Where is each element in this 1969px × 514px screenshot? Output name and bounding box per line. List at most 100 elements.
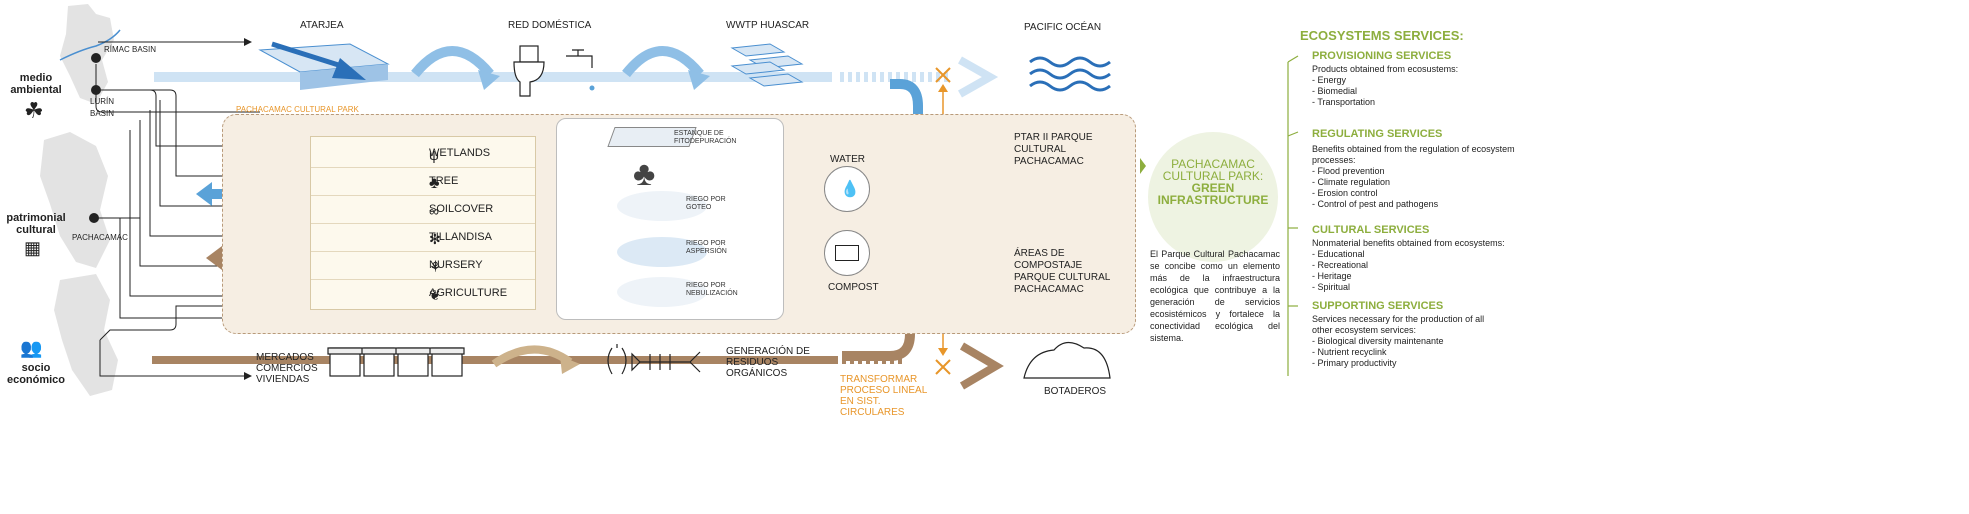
irrigation-box: ♣ xyxy=(556,118,784,320)
botaderos-chevron xyxy=(959,342,1004,390)
wetlands-icon: ψ xyxy=(429,147,439,163)
eco-item: - Climate regulation xyxy=(1312,177,1391,187)
label-riego-nebulizacion: RIEGO POR NEBULIZACIÓN xyxy=(686,282,738,297)
vegetation-label: NURSERY xyxy=(429,259,483,271)
soilcover-icon: ∞ xyxy=(429,203,439,219)
fish-bone-icon xyxy=(631,351,701,373)
map-silhouette-bottom xyxy=(54,274,118,396)
heritage-blocks-icon: ▦ xyxy=(24,238,42,258)
label-medio-ambiental: medio ambiental xyxy=(10,72,62,96)
label-riego-aspersion: RIEGO POR ASPERSIÓN xyxy=(686,240,727,255)
waves-icon xyxy=(1029,56,1111,92)
label-water: WATER xyxy=(830,154,865,165)
label-rimac-basin: RÍMAC BASIN xyxy=(104,45,157,54)
tree-drip-icon: ♣ xyxy=(633,155,656,193)
water-flow-dashed xyxy=(840,72,948,82)
provisioning-head: PROVISIONING SERVICES xyxy=(1312,50,1452,62)
compost-circle xyxy=(824,230,870,276)
vegetation-row: ψ WETLANDS xyxy=(311,139,535,168)
park-description: El Parque Cultural Pachacamac se concibe… xyxy=(1150,249,1280,343)
label-compost: COMPOST xyxy=(828,282,879,293)
eco-item: - Educational xyxy=(1312,249,1365,259)
label-lurin-basin: LURÍN BASIN xyxy=(90,97,115,118)
vegetation-row: ⚘ NURSERY xyxy=(311,251,535,280)
supporting-head: SUPPORTING SERVICES xyxy=(1312,300,1444,312)
gc-line-3: GREEN xyxy=(1191,181,1235,195)
label-estanque: ESTANQUE DE FITODEPURACIÓN xyxy=(674,130,737,145)
eco-item: - Heritage xyxy=(1312,271,1352,281)
label-mercados: MERCADOS COMERCIOS VIVIENDAS xyxy=(256,352,318,385)
tillandsia-icon: ✻ xyxy=(429,231,441,247)
drip-ground-icon xyxy=(617,191,707,221)
eco-item: - Erosion control xyxy=(1312,188,1378,198)
eco-item: - Primary productivity xyxy=(1312,358,1397,368)
vegetation-table: ψ WETLANDS ♣ TREE ∞ SOILCOVER ✻ TILLANDI… xyxy=(310,136,536,310)
tree-icon: ♣ xyxy=(429,175,440,192)
compost-bin-icon xyxy=(835,245,859,261)
label-transformar: TRANSFORMAR PROCESO LINEAL EN SIST. CIRC… xyxy=(840,374,927,418)
label-atarjea: ATARJEA xyxy=(300,20,344,31)
label-ocean: PACIFIC OCÉAN xyxy=(1024,22,1102,33)
water-circle: 💧 xyxy=(824,166,870,212)
label-areas-compostaje: ÁREAS DE COMPOSTAJE PARQUE CULTURAL PACH… xyxy=(1014,248,1110,295)
vegetation-label: TILLANDISA xyxy=(429,231,492,243)
gc-line-2: CULTURAL PARK: xyxy=(1162,169,1264,183)
eco-item: - Nutrient recyclink xyxy=(1312,347,1387,357)
green-infrastructure-circle: PACHACAMAC CULTURAL PARK: GREEN INFRASTR… xyxy=(1148,132,1278,262)
label-generacion: GENERACIÓN DE RESIDUOS ORGÁNICOS xyxy=(726,346,810,379)
leaf-icon: ☘ xyxy=(24,98,44,123)
label-socio-economico: socio económico xyxy=(6,362,66,386)
market-stalls-icon xyxy=(327,347,465,377)
pachacamac-dot xyxy=(89,213,99,223)
nebulizer-icon xyxy=(617,277,707,307)
eco-item: - Control of pest and pathogens xyxy=(1312,199,1439,209)
lurin-dot xyxy=(91,85,101,95)
regulating-head: REGULATING SERVICES xyxy=(1312,128,1443,140)
green-chevron xyxy=(1140,158,1146,174)
label-riego-goteo: RIEGO POR GOTEO xyxy=(686,196,726,211)
people-icon: 👥 xyxy=(20,338,43,358)
toilet-icon xyxy=(513,45,545,97)
orange-cross-bottom xyxy=(935,359,951,375)
eco-item: - Biological diversity maintenante xyxy=(1312,336,1444,346)
orange-cross-top xyxy=(935,67,951,83)
map-silhouette-middle xyxy=(40,132,110,268)
apple-core-icon xyxy=(607,344,627,375)
label-ptar: PTAR II PARQUE CULTURAL PACHACAMAC xyxy=(1014,132,1093,167)
wwtp-icon xyxy=(730,43,804,87)
vegetation-row: ❦ AGRICULTURE xyxy=(311,279,535,307)
water-drop-icon: 💧 xyxy=(840,181,860,198)
gc-line-4: INFRASTRUCTURE xyxy=(1157,193,1269,207)
supporting-desc: Services necessary for the production of… xyxy=(1312,314,1485,335)
eco-item: - Transportation xyxy=(1312,97,1376,107)
label-wwtp: WWTP HUASCAR xyxy=(726,20,810,31)
nursery-pot-icon: ⚘ xyxy=(429,259,442,275)
vegetation-label: TREE xyxy=(429,175,459,187)
ocean-chevron xyxy=(958,56,999,98)
curved-arrow-1 xyxy=(411,46,494,78)
atarjea-icon xyxy=(258,41,390,90)
label-red-domestica: RED DOMÉSTICA xyxy=(508,20,592,31)
eco-title: ECOSYSTEMS SERVICES: xyxy=(1300,28,1464,43)
agriculture-icon: ❦ xyxy=(429,287,441,303)
eco-item: - Energy xyxy=(1312,75,1347,85)
provisioning-desc: Products obtained from ecosustems: xyxy=(1312,64,1459,74)
sprinkler-icon xyxy=(617,237,707,267)
label-park: PACHACAMAC CULTURAL PARK xyxy=(236,105,359,114)
vegetation-label: SOILCOVER xyxy=(429,203,494,215)
label-botaderos: BOTADEROS xyxy=(1044,386,1107,397)
eco-item: - Spiritual xyxy=(1312,282,1351,292)
tap-icon xyxy=(566,49,593,68)
river-line xyxy=(59,29,121,61)
gc-line-1: PACHACAMAC xyxy=(1171,157,1255,171)
rimac-dot xyxy=(91,53,101,63)
vegetation-row: ∞ SOILCOVER xyxy=(311,195,535,224)
garbage-mound-icon xyxy=(1023,341,1111,379)
cultural-head: CULTURAL SERVICES xyxy=(1312,224,1430,236)
regulating-desc: Benefits obtained from the regulation of… xyxy=(1312,144,1515,165)
curved-arrow-2 xyxy=(622,46,704,78)
eco-item: - Recreational xyxy=(1312,260,1369,270)
eco-bracket xyxy=(1287,55,1299,376)
cultural-desc: Nonmaterial benefits obtained from ecosy… xyxy=(1312,238,1505,248)
label-pachacamac-map: PACHACAMAC xyxy=(72,233,128,242)
